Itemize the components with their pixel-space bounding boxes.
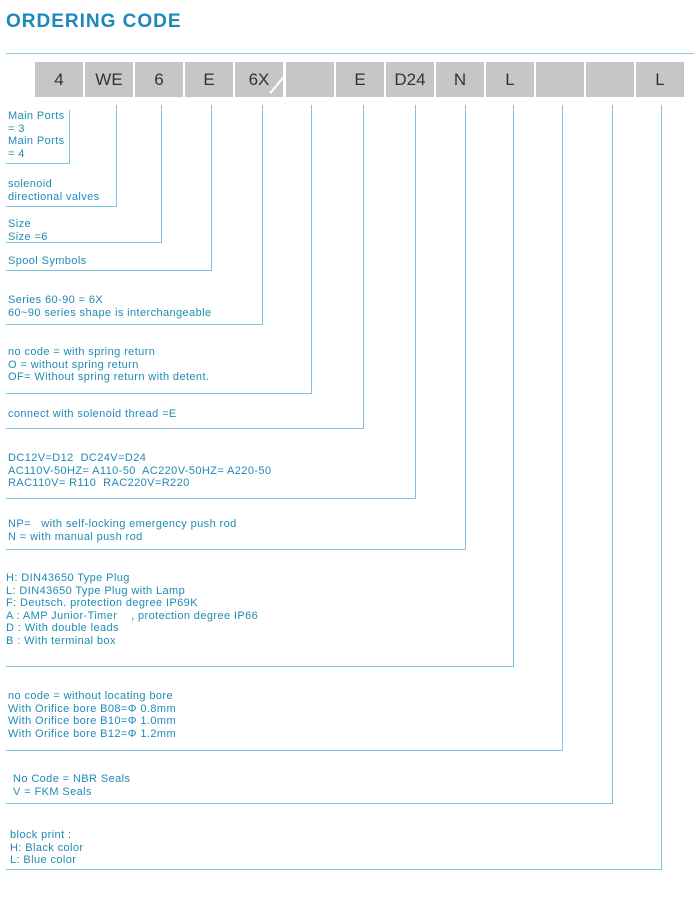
leader-vertical	[211, 105, 212, 270]
section-line: A : AMP Junior-Timer , protection degree…	[6, 609, 259, 622]
leader-horizontal	[6, 270, 212, 271]
section-line: H: Black color	[10, 841, 84, 854]
leader-horizontal	[6, 869, 662, 870]
section-8: NP= with self-locking emergency push rod…	[8, 518, 237, 543]
code-box-0: 4	[35, 62, 83, 97]
leader-vertical	[562, 105, 563, 750]
code-box-10	[536, 62, 584, 97]
section-line: Main Ports	[8, 110, 65, 122]
leader-horizontal	[6, 393, 312, 394]
section-line: B : With terminal box	[6, 634, 116, 647]
leader-vertical	[612, 105, 613, 803]
leader-horizontal	[6, 750, 563, 751]
section-3: Spool Symbols	[8, 255, 87, 268]
code-box-9: L	[486, 62, 534, 97]
section-line: V = FKM Seals	[13, 785, 92, 798]
leader-horizontal	[6, 549, 466, 550]
section-line: connect with solenoid thread =E	[8, 408, 177, 420]
code-box-2: 6	[135, 62, 183, 97]
section-line: no code = without locating bore	[8, 690, 173, 702]
code-box-1: WE	[85, 62, 133, 97]
code-box-12: L	[636, 62, 684, 97]
section-line: directional valves	[8, 190, 100, 203]
section-line: Spool Symbols	[8, 255, 87, 267]
leader-horizontal	[6, 498, 416, 499]
code-box-4: 6X	[235, 62, 283, 97]
section-line: = 4	[8, 147, 25, 160]
section-line: no code = with spring return	[8, 346, 156, 358]
leader-vertical	[513, 105, 514, 666]
code-box-7: D24	[386, 62, 434, 97]
title-divider	[6, 53, 694, 54]
code-box-8: N	[436, 62, 484, 97]
section-line: With Orifice bore B10=Φ 1.0mm	[8, 715, 177, 727]
section-line: No Code = NBR Seals	[13, 773, 131, 785]
section-line: NP= with self-locking emergency push rod	[8, 518, 237, 530]
section-line: With Orifice bore B08=Φ 0.8mm	[8, 702, 177, 715]
leader-horizontal	[6, 242, 162, 243]
leader-horizontal	[6, 206, 117, 207]
leader-vertical	[465, 105, 466, 549]
section-line: Series 60-90 = 6X	[8, 294, 104, 306]
section-line: L: DIN43650 Type Plug with Lamp	[6, 584, 186, 597]
leader-vertical	[415, 105, 416, 498]
section-line: O = without spring return	[8, 358, 139, 371]
leader-horizontal	[6, 428, 364, 429]
section-line: F: Deutsch. protection degree IP69K	[6, 597, 198, 609]
code-box-6: E	[336, 62, 384, 97]
section-line: block print :	[10, 829, 72, 841]
section-6: connect with solenoid thread =E	[8, 408, 177, 421]
leader-horizontal	[6, 666, 514, 667]
code-box-5	[286, 62, 334, 97]
section-line: Size	[8, 218, 31, 230]
section-line: AC110V-50HZ= A110-50 AC220V-50HZ= A220-5…	[8, 464, 272, 477]
section-line: Size =6	[8, 230, 48, 243]
section-line: L: Blue color	[10, 854, 77, 866]
leader-vertical	[161, 105, 162, 242]
section-line: RAC110V= R110 RAC220V=R220	[8, 477, 190, 489]
leader-horizontal	[6, 163, 70, 164]
leader-vertical	[661, 105, 662, 869]
section-line: With Orifice bore B12=Φ 1.2mm	[8, 727, 177, 740]
page-title: ORDERING CODE	[6, 11, 182, 32]
code-box-3: E	[185, 62, 233, 97]
leader-vertical	[363, 105, 364, 428]
leader-vertical	[262, 105, 263, 324]
leader-vertical	[116, 105, 117, 206]
section-line: D : With double leads	[6, 622, 119, 634]
leader-horizontal	[6, 324, 263, 325]
section-line: solenoid	[8, 178, 53, 190]
section-line: = 3	[8, 122, 25, 135]
section-line: N = with manual push rod	[8, 530, 143, 543]
section-line: DC12V=D12 DC24V=D24	[8, 452, 147, 464]
leader-vertical	[311, 105, 312, 393]
section-line: OF= Without spring return with detent.	[8, 371, 210, 383]
section-line: H: DIN43650 Type Plug	[6, 572, 130, 584]
leader-horizontal	[6, 803, 613, 804]
code-box-11	[586, 62, 634, 97]
section-line: 60~90 series shape is interchangeable	[8, 306, 212, 319]
leader-vertical	[69, 110, 70, 163]
section-line: Main Ports	[8, 135, 65, 147]
